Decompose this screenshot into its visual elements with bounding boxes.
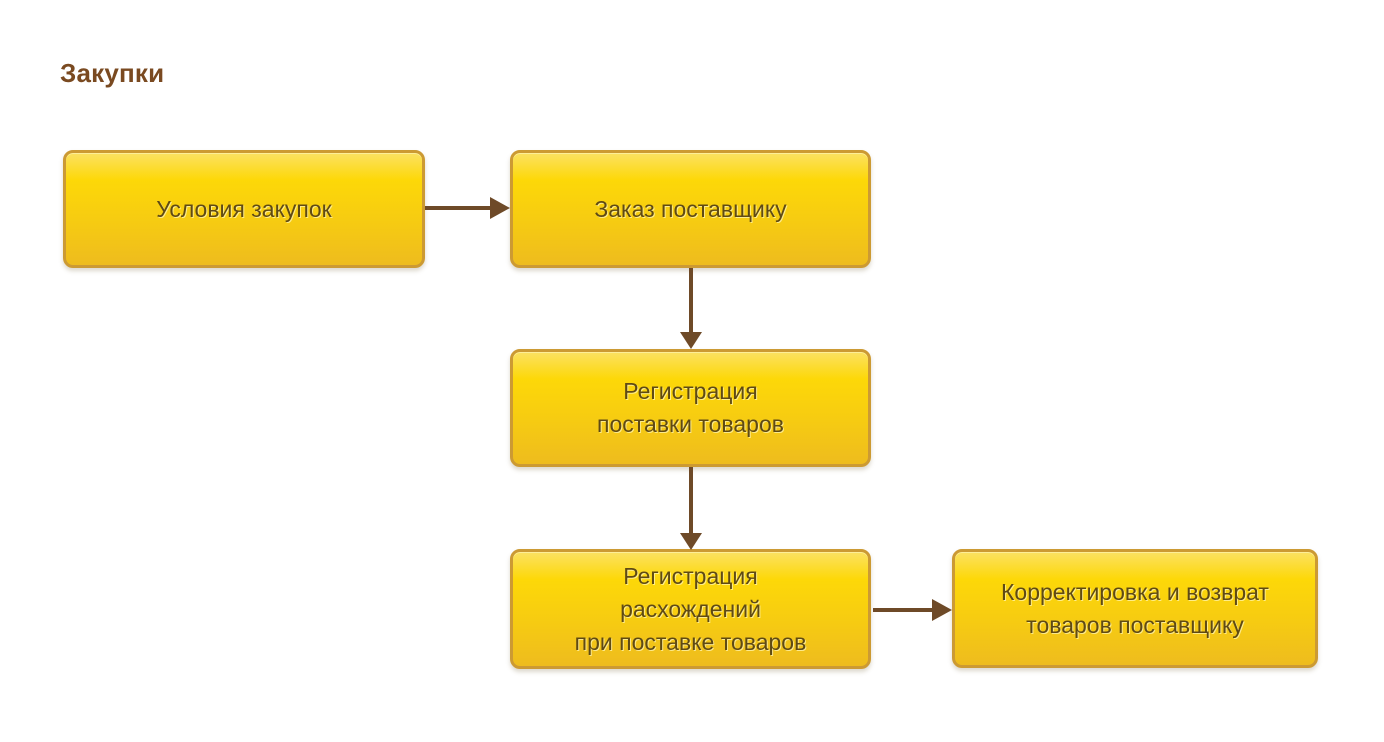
arrow-postavka-to-raskhozhdeniya xyxy=(680,467,702,550)
node-registratsiya-raskhozhdeniy[interactable]: Регистрация расхождений при поставке тов… xyxy=(510,549,871,669)
node-label: Условия закупок xyxy=(156,195,332,222)
arrow-line xyxy=(689,467,693,535)
arrow-head-right-icon xyxy=(490,197,510,219)
arrow-raskhozhdeniya-to-korrektirovka xyxy=(873,599,952,621)
node-registratsiya-postavki-tovarov[interactable]: Регистрация поставки товаров xyxy=(510,349,871,467)
arrow-zakaz-to-registratsiya-postavki xyxy=(680,268,702,349)
node-usloviya-zakupok[interactable]: Условия закупок xyxy=(63,150,425,268)
node-label: Корректировка и возврат товаров поставщи… xyxy=(1001,578,1269,638)
arrow-line xyxy=(689,268,693,334)
node-label: Заказ поставщику xyxy=(594,195,787,222)
node-korrektirovka-i-vozvrat[interactable]: Корректировка и возврат товаров поставщи… xyxy=(952,549,1318,668)
node-zakaz-postavshchiku[interactable]: Заказ поставщику xyxy=(510,150,871,268)
page-title: Закупки xyxy=(60,58,165,88)
arrow-usloviya-to-zakaz xyxy=(425,197,510,219)
arrow-head-down-icon xyxy=(680,332,702,349)
node-label: Регистрация поставки товаров xyxy=(597,378,784,437)
arrow-line xyxy=(425,206,492,210)
arrow-line xyxy=(873,608,934,612)
arrow-head-right-icon xyxy=(932,599,952,621)
node-label: Регистрация расхождений при поставке тов… xyxy=(574,562,807,655)
arrow-head-down-icon xyxy=(680,533,702,550)
